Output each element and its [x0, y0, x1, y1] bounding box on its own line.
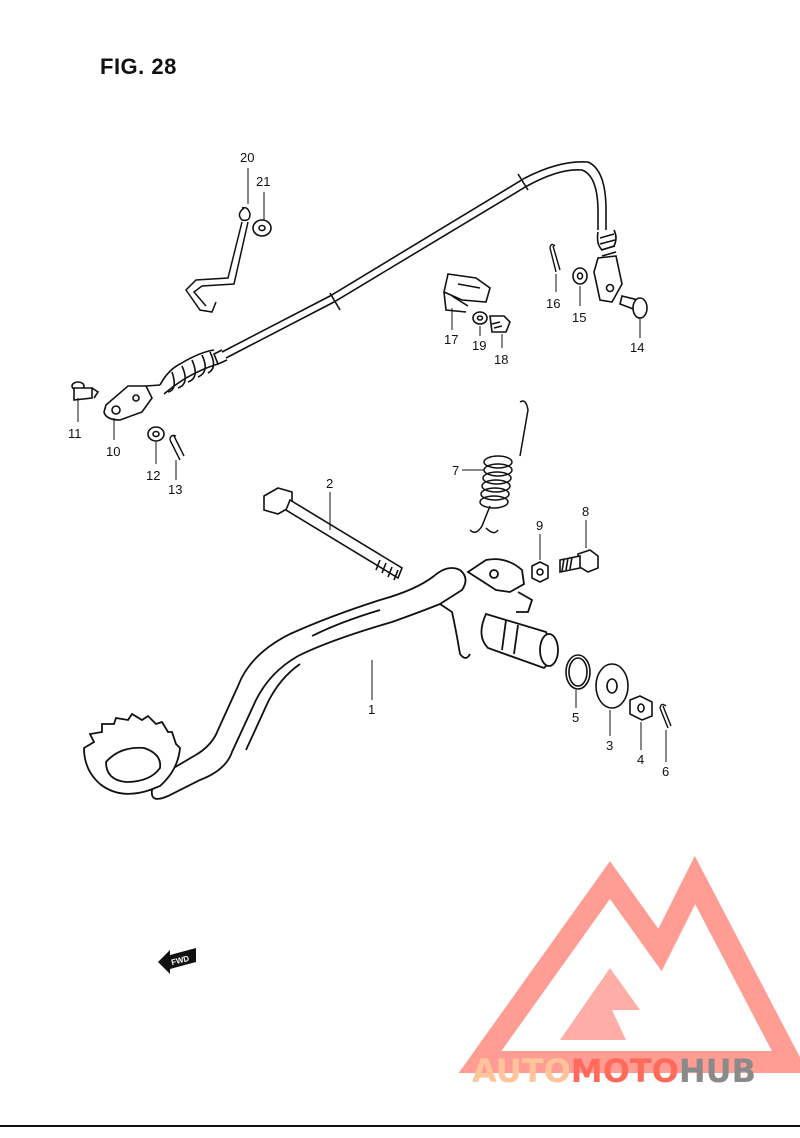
- callout-18: 18: [494, 352, 508, 367]
- watermark-text-moto: MOTO: [571, 1052, 679, 1090]
- callout-6: 6: [662, 764, 669, 779]
- callout-10: 10: [106, 444, 120, 459]
- o-ring-5: [565, 654, 591, 690]
- watermark-logo: AUTOMOTOHUB: [458, 855, 800, 1090]
- callout-7: 7: [452, 463, 459, 478]
- pedal-tread: [83, 712, 181, 795]
- cable-joint-right: [593, 255, 623, 303]
- nut-4: [629, 695, 653, 721]
- cable-clamp-17: [443, 273, 491, 313]
- callout-11: 11: [68, 426, 82, 441]
- washer-19: [472, 311, 488, 325]
- callout-17: 17: [444, 332, 458, 347]
- washer-21: [252, 219, 272, 237]
- watermark-text-auto: AUTO: [472, 1052, 571, 1090]
- clevis-pin-11: [71, 381, 100, 401]
- callout-19: 19: [472, 338, 486, 353]
- brake-cable: [159, 161, 617, 395]
- cable-joint-left: [103, 384, 161, 421]
- callout-5: 5: [572, 710, 579, 725]
- callout-12: 12: [146, 468, 160, 483]
- fwd-label: FWD: [170, 954, 190, 967]
- callout-8: 8: [582, 504, 589, 519]
- watermark-text: AUTOMOTOHUB: [472, 1052, 756, 1090]
- watermark-triangle-outer: [458, 855, 800, 1073]
- callout-labels: 1 2 3 4 5 6 7 8 9 10 11 12 13 14 15 16 1…: [68, 150, 669, 779]
- bolt-8: [559, 549, 599, 573]
- figure-title: FIG. 28: [100, 54, 177, 79]
- callout-1: 1: [368, 702, 375, 717]
- washer-12: [147, 426, 165, 442]
- callout-20: 20: [240, 150, 254, 165]
- watermark-triangle-inner: [560, 968, 640, 1040]
- return-spring-7: [469, 400, 529, 534]
- cotter-pin-6: [659, 703, 672, 729]
- pivot-bolt-2: [263, 487, 403, 581]
- nut-9: [531, 561, 549, 583]
- leader-lines: [77, 168, 667, 762]
- washer-15: [572, 267, 588, 285]
- callout-3: 3: [606, 738, 613, 753]
- bolt-18: [489, 315, 511, 333]
- callout-15: 15: [572, 310, 586, 325]
- forward-arrow: FWD: [158, 948, 196, 974]
- cotter-pin-16: [549, 243, 561, 273]
- callout-13: 13: [168, 482, 182, 497]
- callout-14: 14: [630, 340, 644, 355]
- washer-3: [595, 663, 629, 709]
- watermark-text-hub: HUB: [679, 1052, 756, 1090]
- callout-16: 16: [546, 296, 560, 311]
- brake-pedal-1: [150, 558, 559, 800]
- callout-21: 21: [256, 174, 270, 189]
- callout-4: 4: [637, 752, 644, 767]
- callout-2: 2: [326, 476, 333, 491]
- clevis-pin-14: [619, 295, 648, 319]
- callout-9: 9: [536, 518, 543, 533]
- cotter-pin-13: [169, 434, 185, 461]
- wire-bracket-20: [185, 206, 251, 313]
